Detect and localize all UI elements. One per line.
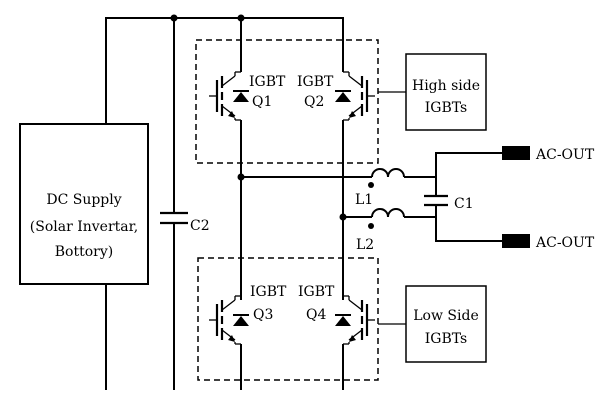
low-side-line1: Low Side: [413, 308, 478, 324]
ac-out-bottom-terminal: [502, 234, 530, 248]
inductor-l1: [371, 168, 405, 178]
c2-label: C2: [190, 218, 210, 234]
c2-junction: [170, 14, 178, 22]
dc-supply-line1: DC Supply: [46, 192, 121, 208]
igbt-q1: [207, 70, 251, 122]
low-side-box: [405, 285, 487, 363]
low-side-region: [197, 257, 379, 381]
q4-type: IGBT: [298, 284, 335, 300]
igbt-q4: [333, 294, 377, 346]
l2-label: L2: [356, 237, 374, 253]
q1-type: IGBT: [249, 74, 286, 90]
high-side-line1: High side: [412, 78, 480, 94]
igbt-q3: [207, 294, 251, 346]
dc-supply-line2: (Solar Invertar,: [30, 219, 138, 235]
c1-label: C1: [454, 196, 474, 212]
inductor-l2: [371, 208, 405, 218]
positive-bus: [105, 17, 344, 124]
low-side-line2: IGBTs: [425, 331, 468, 347]
l1-label: L1: [355, 192, 373, 208]
high-side-line2: IGBTs: [425, 100, 468, 116]
ac-out-bottom-label: AC-OUT: [535, 235, 595, 251]
q2-name: Q2: [304, 94, 324, 110]
igbt-q2: [333, 70, 377, 122]
q1-name: Q1: [252, 94, 272, 110]
q2-type: IGBT: [297, 74, 334, 90]
dc-supply-line3: Bottory): [55, 244, 113, 260]
high-side-region: [195, 39, 379, 164]
q3-type: IGBT: [250, 284, 287, 300]
q3-name: Q3: [253, 307, 273, 323]
ac-out-top-label: AC-OUT: [535, 147, 595, 163]
dc-supply-box: [19, 123, 149, 285]
ac-out-top-terminal: [502, 146, 530, 160]
q4-name: Q4: [306, 307, 326, 323]
